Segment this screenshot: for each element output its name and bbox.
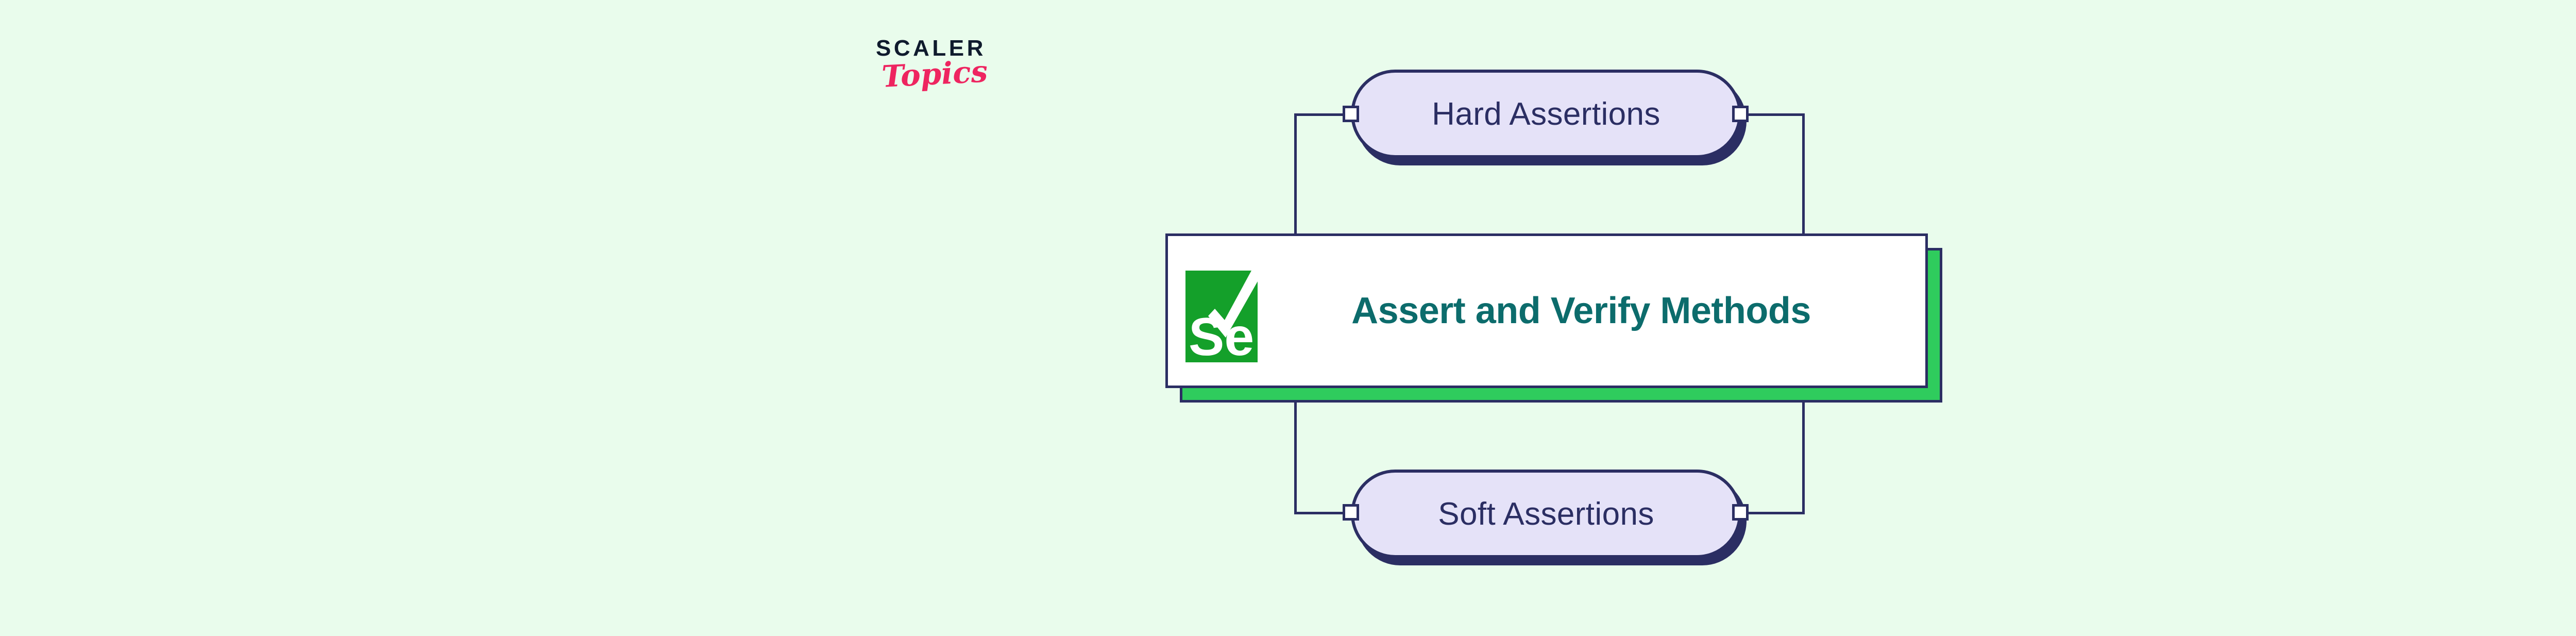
connector-top-right-horizontal — [1730, 113, 1805, 116]
connector-bottom-right-vertical — [1802, 401, 1805, 514]
pill-body[interactable]: Hard Assertions — [1351, 70, 1741, 158]
selenium-icon: Se — [1185, 259, 1264, 367]
center-card-body[interactable]: Se Assert and Verify Methods — [1165, 233, 1928, 388]
pill-body[interactable]: Soft Assertions — [1351, 470, 1741, 558]
node-label-hard-assertions: Hard Assertions — [1432, 96, 1660, 132]
connector-node-hard-right — [1732, 106, 1749, 122]
connector-node-soft-right — [1732, 504, 1749, 521]
connector-bottom-right-horizontal — [1730, 512, 1805, 514]
connector-top-left-vertical — [1294, 113, 1297, 236]
connector-node-soft-left — [1343, 504, 1359, 521]
connector-node-hard-left — [1343, 106, 1359, 122]
connector-bottom-left-horizontal — [1294, 512, 1361, 514]
svg-text:Se: Se — [1189, 307, 1254, 367]
connector-top-left-horizontal — [1294, 113, 1361, 116]
node-hard-assertions[interactable]: Hard Assertions — [1351, 70, 1747, 165]
node-center-card[interactable]: Se Assert and Verify Methods — [1165, 233, 1943, 404]
brand-script-topics: Topics — [880, 54, 989, 94]
node-soft-assertions[interactable]: Soft Assertions — [1351, 470, 1747, 565]
brand-wordmark-scaler: SCALER — [876, 36, 986, 61]
connector-top-right-vertical — [1802, 113, 1805, 236]
connector-bottom-left-vertical — [1294, 401, 1297, 514]
center-card-title: Assert and Verify Methods — [1351, 290, 1811, 331]
node-label-soft-assertions: Soft Assertions — [1438, 496, 1654, 532]
scaler-topics-logo: SCALER Topics — [876, 37, 1051, 114]
